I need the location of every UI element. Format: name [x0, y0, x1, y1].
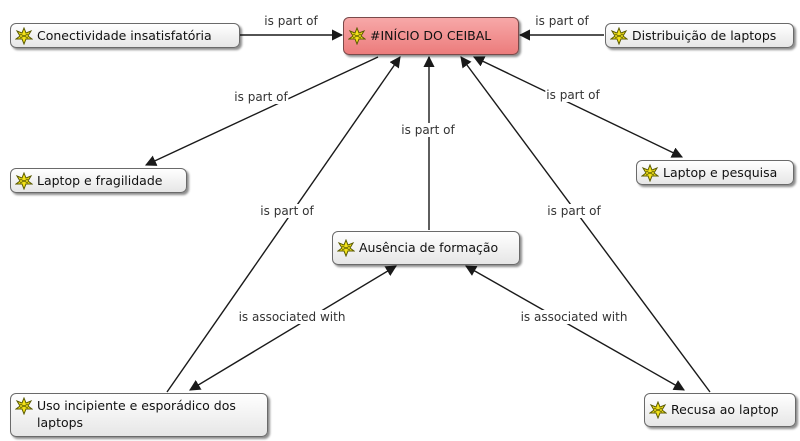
node-label: Laptop e fragilidade — [37, 173, 163, 188]
node-laptop-e-fragilidade[interactable]: Laptop e fragilidade — [10, 168, 187, 193]
node-inicio-do-ceibal[interactable]: #INÍCIO DO CEIBAL — [343, 17, 519, 55]
code-node-icon — [649, 401, 667, 419]
code-node-icon — [15, 172, 33, 190]
edge-recusa-root — [460, 56, 711, 393]
edge-label-distribuicao-root: is part of — [534, 14, 590, 28]
node-label: Distribuição de laptops — [632, 28, 777, 43]
edge-uso-root — [166, 56, 401, 393]
edge-pesquisa-root — [472, 56, 684, 158]
code-node-icon — [15, 397, 33, 415]
node-label: Recusa ao laptop — [671, 402, 779, 417]
edge-uso-ausencia — [189, 265, 397, 391]
edge-label-conectividade-root: is part of — [263, 14, 319, 28]
edge-label-recusa-ausencia: is associated with — [519, 310, 629, 324]
code-node-icon — [610, 27, 628, 45]
node-distribuicao-de-laptops[interactable]: Distribuição de laptops — [605, 23, 794, 48]
node-label: Conectividade insatisfatória — [37, 28, 212, 43]
node-label: Uso incipiente e esporádico dos laptops — [37, 398, 236, 430]
code-node-icon — [348, 27, 366, 45]
node-label: #INÍCIO DO CEIBAL — [370, 28, 492, 43]
edge-recusa-ausencia — [465, 265, 685, 391]
node-recusa-ao-laptop[interactable]: Recusa ao laptop — [644, 393, 796, 427]
edge-label-uso-root: is part of — [259, 204, 315, 218]
code-node-icon — [337, 239, 355, 257]
edge-fragilidade-root — [144, 56, 379, 166]
node-laptop-e-pesquisa[interactable]: Laptop e pesquisa — [636, 160, 794, 185]
edge-label-pesquisa-root: is part of — [545, 88, 601, 102]
edge-label-recusa-root: is part of — [546, 204, 602, 218]
code-node-icon — [15, 27, 33, 45]
node-label: Laptop e pesquisa — [663, 165, 778, 180]
edge-label-uso-ausencia: is associated with — [237, 310, 347, 324]
node-label: Ausência de formação — [359, 240, 499, 255]
node-uso-incipiente[interactable]: Uso incipiente e esporádico dos laptops — [10, 393, 268, 437]
edge-label-fragilidade-root: is part of — [233, 90, 289, 104]
node-conectividade-insatisfatoria[interactable]: Conectividade insatisfatória — [10, 23, 240, 48]
node-ausencia-de-formacao[interactable]: Ausência de formação — [332, 231, 520, 265]
code-node-icon — [641, 164, 659, 182]
edge-label-ausencia-root: is part of — [400, 123, 456, 137]
